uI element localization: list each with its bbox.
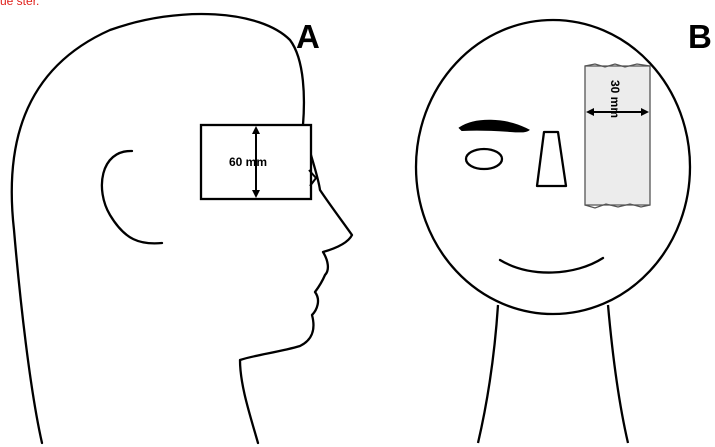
- ear-outline: [100, 149, 164, 245]
- measure-label-b: 30 mm: [608, 80, 622, 118]
- panel-letter-b: B: [688, 18, 712, 55]
- panel-a: 60 mm A: [10, 12, 354, 445]
- panel-b: 30 mm B: [414, 18, 712, 444]
- neck-right-line: [606, 304, 630, 444]
- measure-label-a: 60 mm: [229, 155, 267, 169]
- profile-head-outline: [10, 12, 354, 445]
- strip-torn-top: [584, 63, 651, 68]
- cropped-caption-text: ue ster.: [0, 0, 40, 8]
- mouth-line: [498, 256, 605, 274]
- eyebrow: [458, 119, 530, 133]
- neck-left-line: [476, 304, 500, 444]
- panel-letter-a: A: [296, 18, 320, 55]
- front-head-outline: [414, 18, 692, 316]
- eye-mark-a: [308, 169, 318, 187]
- strip-torn-bottom: [584, 203, 651, 209]
- eye-outline: [464, 147, 504, 171]
- nose-outline: [535, 130, 568, 188]
